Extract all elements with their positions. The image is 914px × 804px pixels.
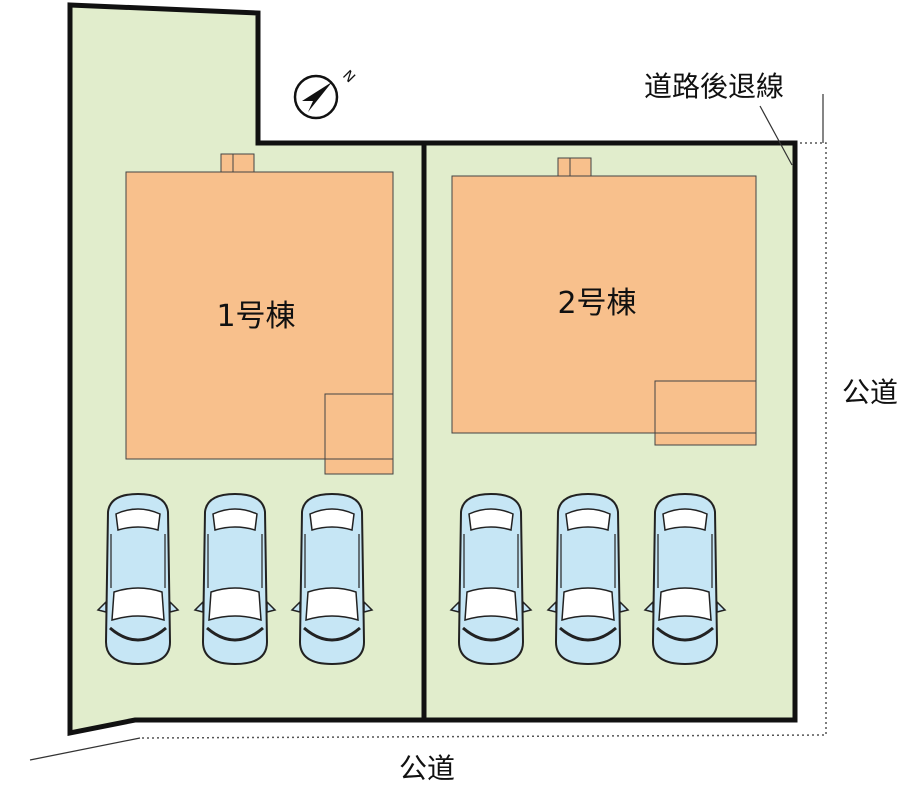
- road-edge-line-bottom: [29, 737, 141, 761]
- setback-line-label: 道路後退線: [644, 70, 784, 103]
- north-mark: N: [339, 68, 358, 87]
- building-2-label: 2号棟: [557, 286, 636, 321]
- car-icon: [643, 492, 727, 666]
- car-icon: [449, 492, 533, 666]
- public-road-bottom-label: 公道: [399, 752, 455, 785]
- road-edge-dotted: [139, 142, 827, 739]
- car-icon: [193, 492, 277, 666]
- public-road-right-label: 公道: [842, 376, 898, 409]
- compass-icon: [293, 74, 339, 120]
- building-1: [125, 153, 394, 475]
- car-icon: [546, 492, 630, 666]
- building-1-label: 1号棟: [216, 299, 295, 334]
- car-icon: [96, 492, 180, 666]
- setback-leader-line: [759, 105, 793, 166]
- building-2: [451, 157, 757, 446]
- car-icon: [290, 492, 374, 666]
